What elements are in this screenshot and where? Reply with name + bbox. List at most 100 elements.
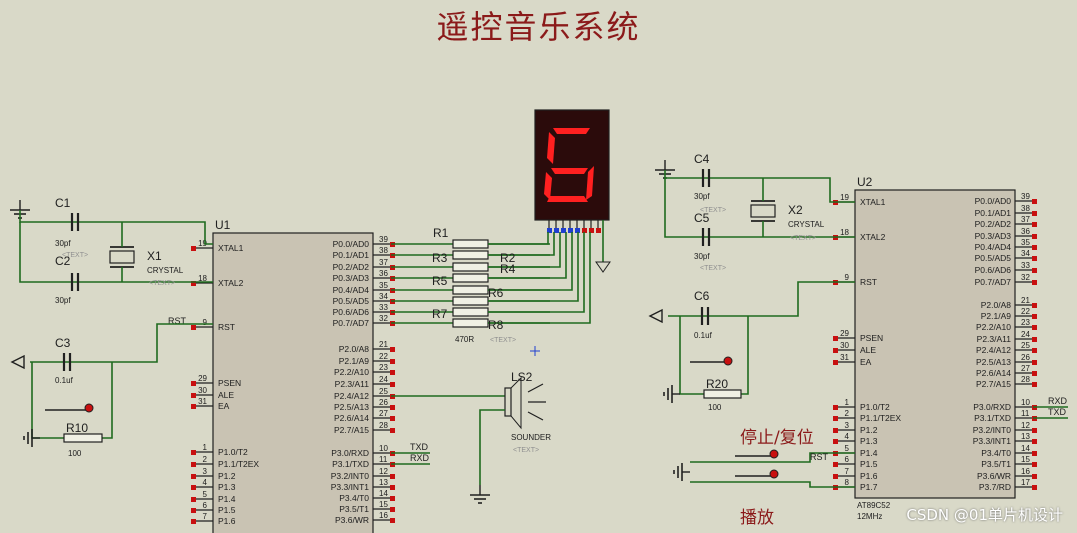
pin-number: 22 [1021,307,1030,316]
pin-marker-red [833,428,838,433]
pin-number: 32 [379,314,388,323]
wire [479,409,505,485]
pin-number: 10 [379,444,388,453]
pin-number: 18 [840,228,849,237]
pin-name: P1.6 [860,471,878,481]
pin-number: 2 [203,455,208,464]
pin-marker-red [191,246,196,251]
pin-marker-red [1032,474,1037,479]
pin-name: P3.3/INT1 [331,482,370,492]
rn-ref: R7 [432,307,448,321]
r20-value: 100 [708,403,722,412]
pin-marker-red [191,485,196,490]
x2-ref: X2 [788,203,803,217]
pin-name: P1.3 [218,482,236,492]
pin-name: P2.7/A15 [334,425,369,435]
mcu-ref: U2 [857,175,873,189]
pin-marker-red [833,462,838,467]
pin-name: P3.6/WR [977,471,1011,481]
pin-name: P0.5/AD5 [975,253,1012,263]
pin-marker-red [1032,280,1037,285]
pin-name: PSEN [218,378,241,388]
pin-name: P0.3/AD3 [975,231,1012,241]
network-resistor [452,262,489,272]
pin-number: 25 [1021,341,1030,350]
pin-number: 10 [1021,398,1030,407]
x2-value: CRYSTAL [788,220,825,229]
watermark: CSDN @01单片机设计 [906,506,1063,524]
rn-ref: R5 [432,274,448,288]
pin-number: 21 [379,340,388,349]
pin-marker-red [390,474,395,479]
pin-number: 25 [379,387,388,396]
rn-ref: R2 [500,251,516,265]
pin-number: 12 [1021,421,1030,430]
pin-name: P2.5/A13 [976,357,1011,367]
pin-name: P1.4 [860,448,878,458]
c1-value: 30pf [55,239,71,248]
seven-segment-body [534,109,610,221]
pin-name: EA [860,357,872,367]
pin-name: P2.2/A10 [976,322,1011,332]
pin-marker-red [1032,234,1037,239]
pin-marker-red [390,382,395,387]
pin-marker-red [1032,325,1037,330]
ls2-text: <TEXT> [513,447,539,454]
wire [488,232,591,324]
c6-value: 0.1uf [694,331,713,340]
pin-name: P2.1/A9 [981,311,1012,321]
pin-marker-red [596,228,601,233]
pin-marker-red [191,462,196,467]
r10-value: 100 [68,449,82,458]
pin-number: 23 [379,363,388,372]
c4-text: <TEXT> [700,207,726,214]
pin-number: 8 [845,478,850,487]
pin-number: 15 [1021,455,1030,464]
pin-number: 18 [198,274,207,283]
pin-marker-red [1032,268,1037,273]
sound-wave [527,411,544,421]
pin-name: P1.3 [860,436,878,446]
pin-name: PSEN [860,333,883,343]
button-dot [84,403,94,413]
pin-marker-red [1032,348,1037,353]
power-arrow [10,354,25,370]
pin-name: P0.7/AD7 [975,277,1012,287]
pin-number: 5 [203,490,208,499]
pin-name: P2.4/A12 [976,345,1011,355]
pin-marker-red [191,519,196,524]
pin-name: P1.6 [218,516,236,526]
wire [679,316,704,395]
pin-number: 6 [203,501,208,510]
pin-name: P3.4/T0 [339,493,369,503]
pin-number: 6 [845,455,850,464]
pin-number: 29 [840,329,849,338]
pin-name: P0.1/AD1 [975,208,1012,218]
pin-number: 1 [203,443,208,452]
segment [553,128,590,134]
pin-number: 26 [379,398,388,407]
pin-name: RST [218,322,235,332]
pin-name: P1.5 [860,459,878,469]
x1-value: CRYSTAL [147,266,184,275]
pin-number: 30 [198,386,207,395]
rst-net-label: RST [168,316,187,326]
pin-number: 3 [845,421,850,430]
pin-marker-red [191,474,196,479]
mcu-part: AT89C52 [857,501,891,510]
wire [488,232,573,291]
pin-name: P2.3/A11 [335,379,370,389]
mcu-clock: 12MHz [857,512,882,521]
pin-name: P3.0/RXD [973,402,1011,412]
pin-number: 39 [1021,192,1030,201]
wire [710,281,855,317]
x1-ref: X1 [147,249,162,263]
pin-name: ALE [218,390,234,400]
button-dot [769,469,779,479]
pin-marker-red [191,381,196,386]
play-label: 播放 [740,508,774,528]
c3-value: 0.1uf [55,376,74,385]
pin-name: P3.2/INT0 [973,425,1012,435]
network-resistor [452,307,489,317]
c1-text: <TEXT> [62,252,88,259]
